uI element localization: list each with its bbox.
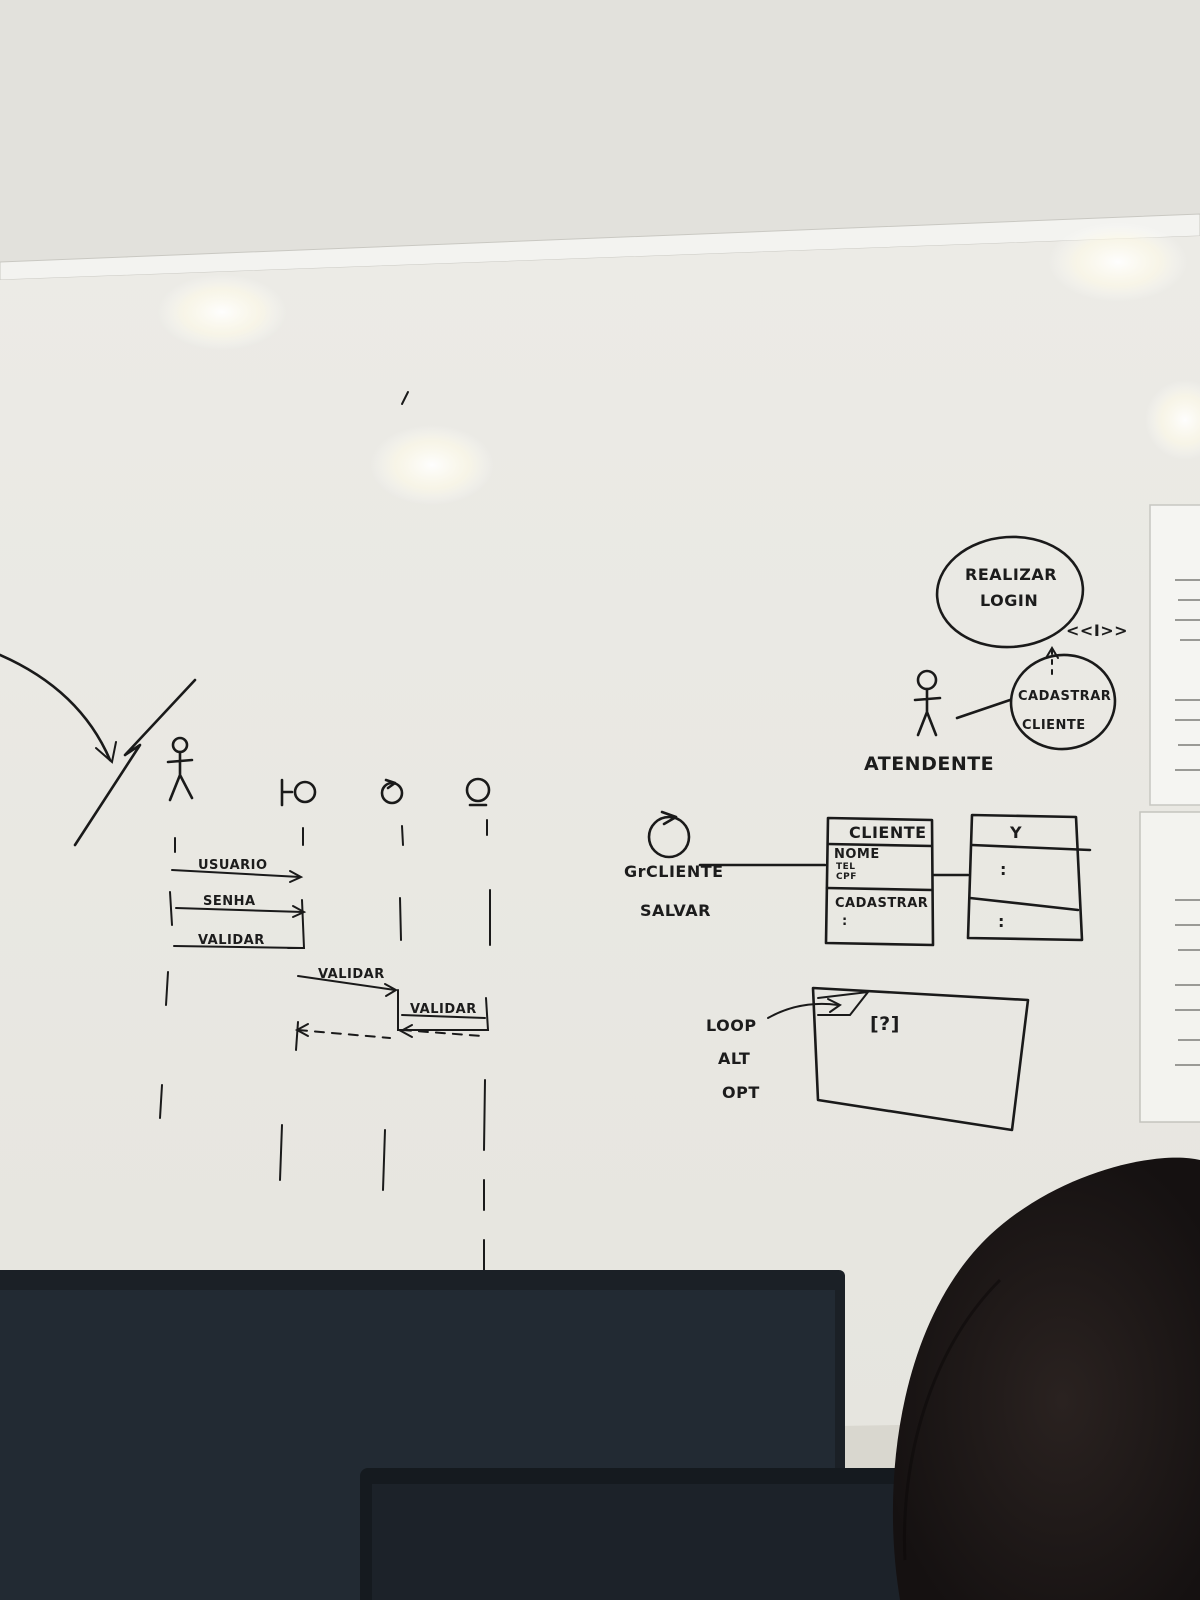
marker-smudge — [401, 391, 409, 405]
class-name: Y — [1009, 823, 1022, 842]
class-attribute: TEL — [836, 862, 856, 872]
control-label: GrCLIENTE — [624, 862, 724, 881]
class-row: : — [998, 912, 1005, 931]
message-label: VALIDAR — [318, 967, 385, 982]
fragment-operator: LOOP — [706, 1016, 757, 1035]
use-case-diagram: REALIZAR LOGIN <<I>> CADASTRAR CLIENTE A… — [864, 535, 1128, 775]
foreground — [0, 1157, 1200, 1600]
class-row: : — [1000, 860, 1007, 879]
fragment-operator: ALT — [718, 1049, 750, 1068]
actor-label: ATENDENTE — [864, 753, 994, 775]
class-operation: : — [842, 914, 848, 929]
message-label: USUARIO — [198, 858, 268, 873]
person-head — [892, 1157, 1200, 1600]
light-glare — [157, 274, 287, 350]
use-case-label: LOGIN — [980, 591, 1038, 610]
light-glare — [1145, 380, 1200, 460]
control-icon — [647, 810, 691, 859]
message-label: VALIDAR — [410, 1002, 477, 1017]
message-label: VALIDAR — [198, 933, 265, 948]
sequence-diagram: USUARIO SENHA VALIDAR VALIDAR VALIDAR — [0, 653, 491, 1271]
fragment-guard: [?] — [870, 1013, 900, 1035]
pinned-papers — [1139, 504, 1200, 1123]
boundary-icon — [280, 778, 294, 807]
fragment-operator: OPT — [722, 1083, 760, 1102]
entity-icon — [465, 777, 491, 807]
method-label: SALVAR — [640, 901, 711, 920]
whiteboard — [0, 236, 1200, 1440]
class-diagram: GrCLIENTE SALVAR CLIENTE NOME TEL CPF CA… — [624, 810, 1092, 947]
actor-icon — [166, 736, 194, 802]
include-label: <<I>> — [1066, 621, 1128, 640]
class-attribute: NOME — [834, 847, 880, 862]
class-operation: CADASTRAR — [835, 896, 928, 911]
combined-fragment: [?] LOOP ALT OPT — [706, 986, 1030, 1132]
use-case-label: CLIENTE — [1022, 718, 1086, 733]
actor-icon — [913, 669, 942, 737]
light-glare — [370, 425, 494, 505]
board-top-frame — [0, 213, 1200, 281]
use-case-label: CADASTRAR — [1018, 689, 1111, 704]
class-attribute: CPF — [836, 872, 857, 882]
class-name: CLIENTE — [849, 823, 927, 842]
message-label: SENHA — [203, 894, 256, 909]
control-icon — [380, 778, 404, 805]
light-glare — [1048, 222, 1188, 302]
use-case-label: REALIZAR — [965, 565, 1057, 584]
